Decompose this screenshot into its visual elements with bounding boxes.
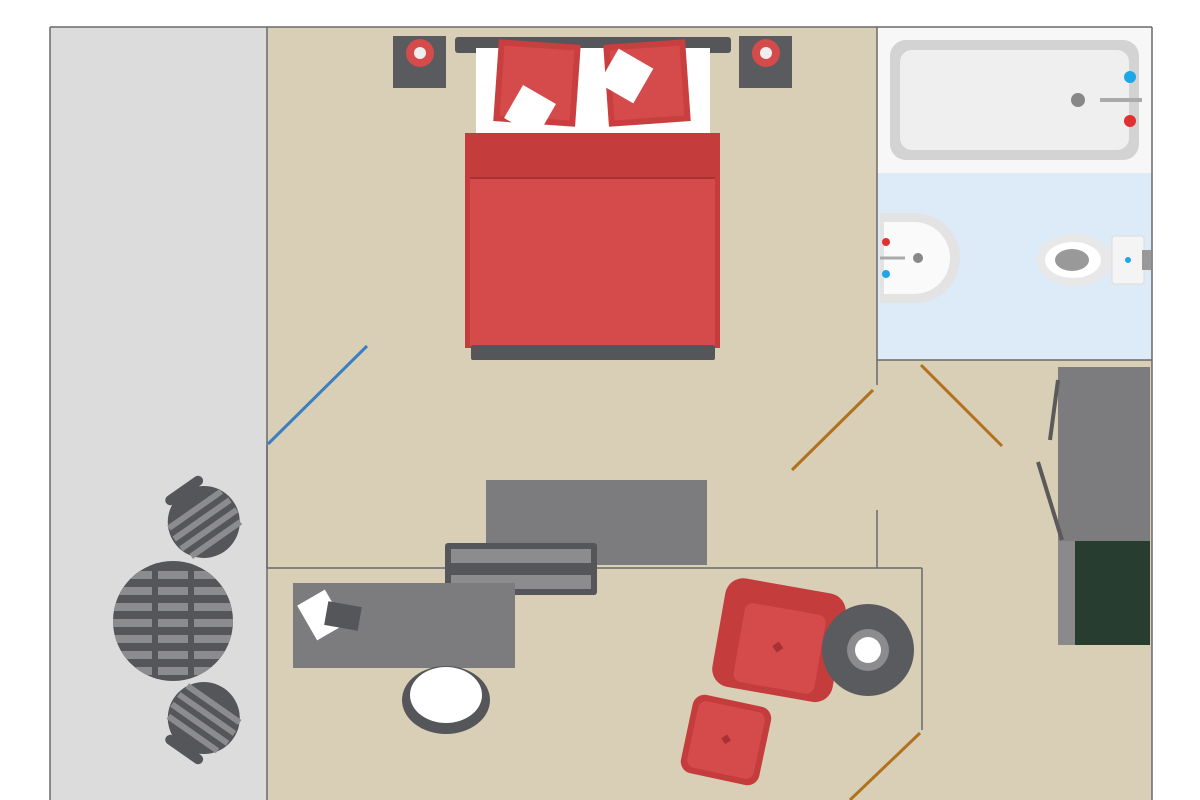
nightstand-icon [739, 36, 792, 88]
patio-chair-icon[interactable] [150, 467, 254, 572]
walls [49, 26, 1153, 800]
desk-icon [293, 583, 515, 668]
tv-icon [445, 543, 597, 595]
balcony-area [50, 27, 267, 800]
chair-icon[interactable] [402, 666, 490, 734]
side-table-icon [822, 604, 914, 696]
toilet-icon [1037, 234, 1151, 286]
patio-chair-icon[interactable] [150, 668, 254, 773]
sink-icon [880, 213, 960, 303]
door-bedroom [790, 388, 875, 472]
door-bathroom [919, 363, 1004, 448]
bed-icon[interactable] [455, 37, 731, 360]
armchair-icon[interactable] [709, 575, 848, 705]
nightstand-icon [393, 36, 446, 88]
bathtub-icon [890, 40, 1142, 160]
wardrobe-icon [1036, 367, 1150, 645]
ottoman-icon[interactable] [679, 693, 774, 788]
door-entrance [848, 731, 922, 800]
patio-table-icon [113, 561, 233, 681]
window-line [266, 344, 369, 446]
